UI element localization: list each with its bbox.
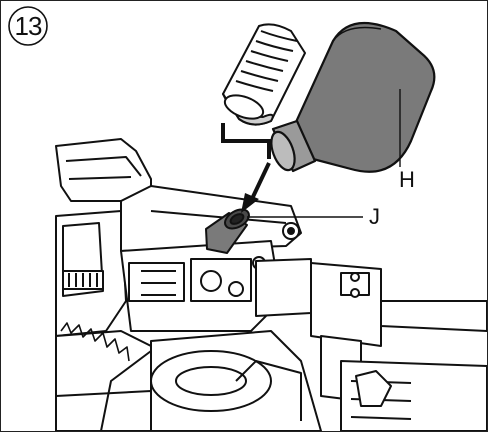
callout-label-h: H bbox=[399, 167, 415, 192]
pour-arrow bbox=[221, 123, 271, 202]
oil-bottle bbox=[270, 21, 436, 173]
callout-label-j: J bbox=[369, 204, 380, 229]
oil-filler-port bbox=[205, 208, 250, 254]
step-badge-circle bbox=[8, 6, 48, 46]
oil-cap bbox=[222, 23, 306, 126]
miter-saw-body bbox=[55, 138, 487, 431]
step-number: 13 bbox=[14, 11, 43, 41]
pour-arrow-head bbox=[241, 193, 259, 213]
